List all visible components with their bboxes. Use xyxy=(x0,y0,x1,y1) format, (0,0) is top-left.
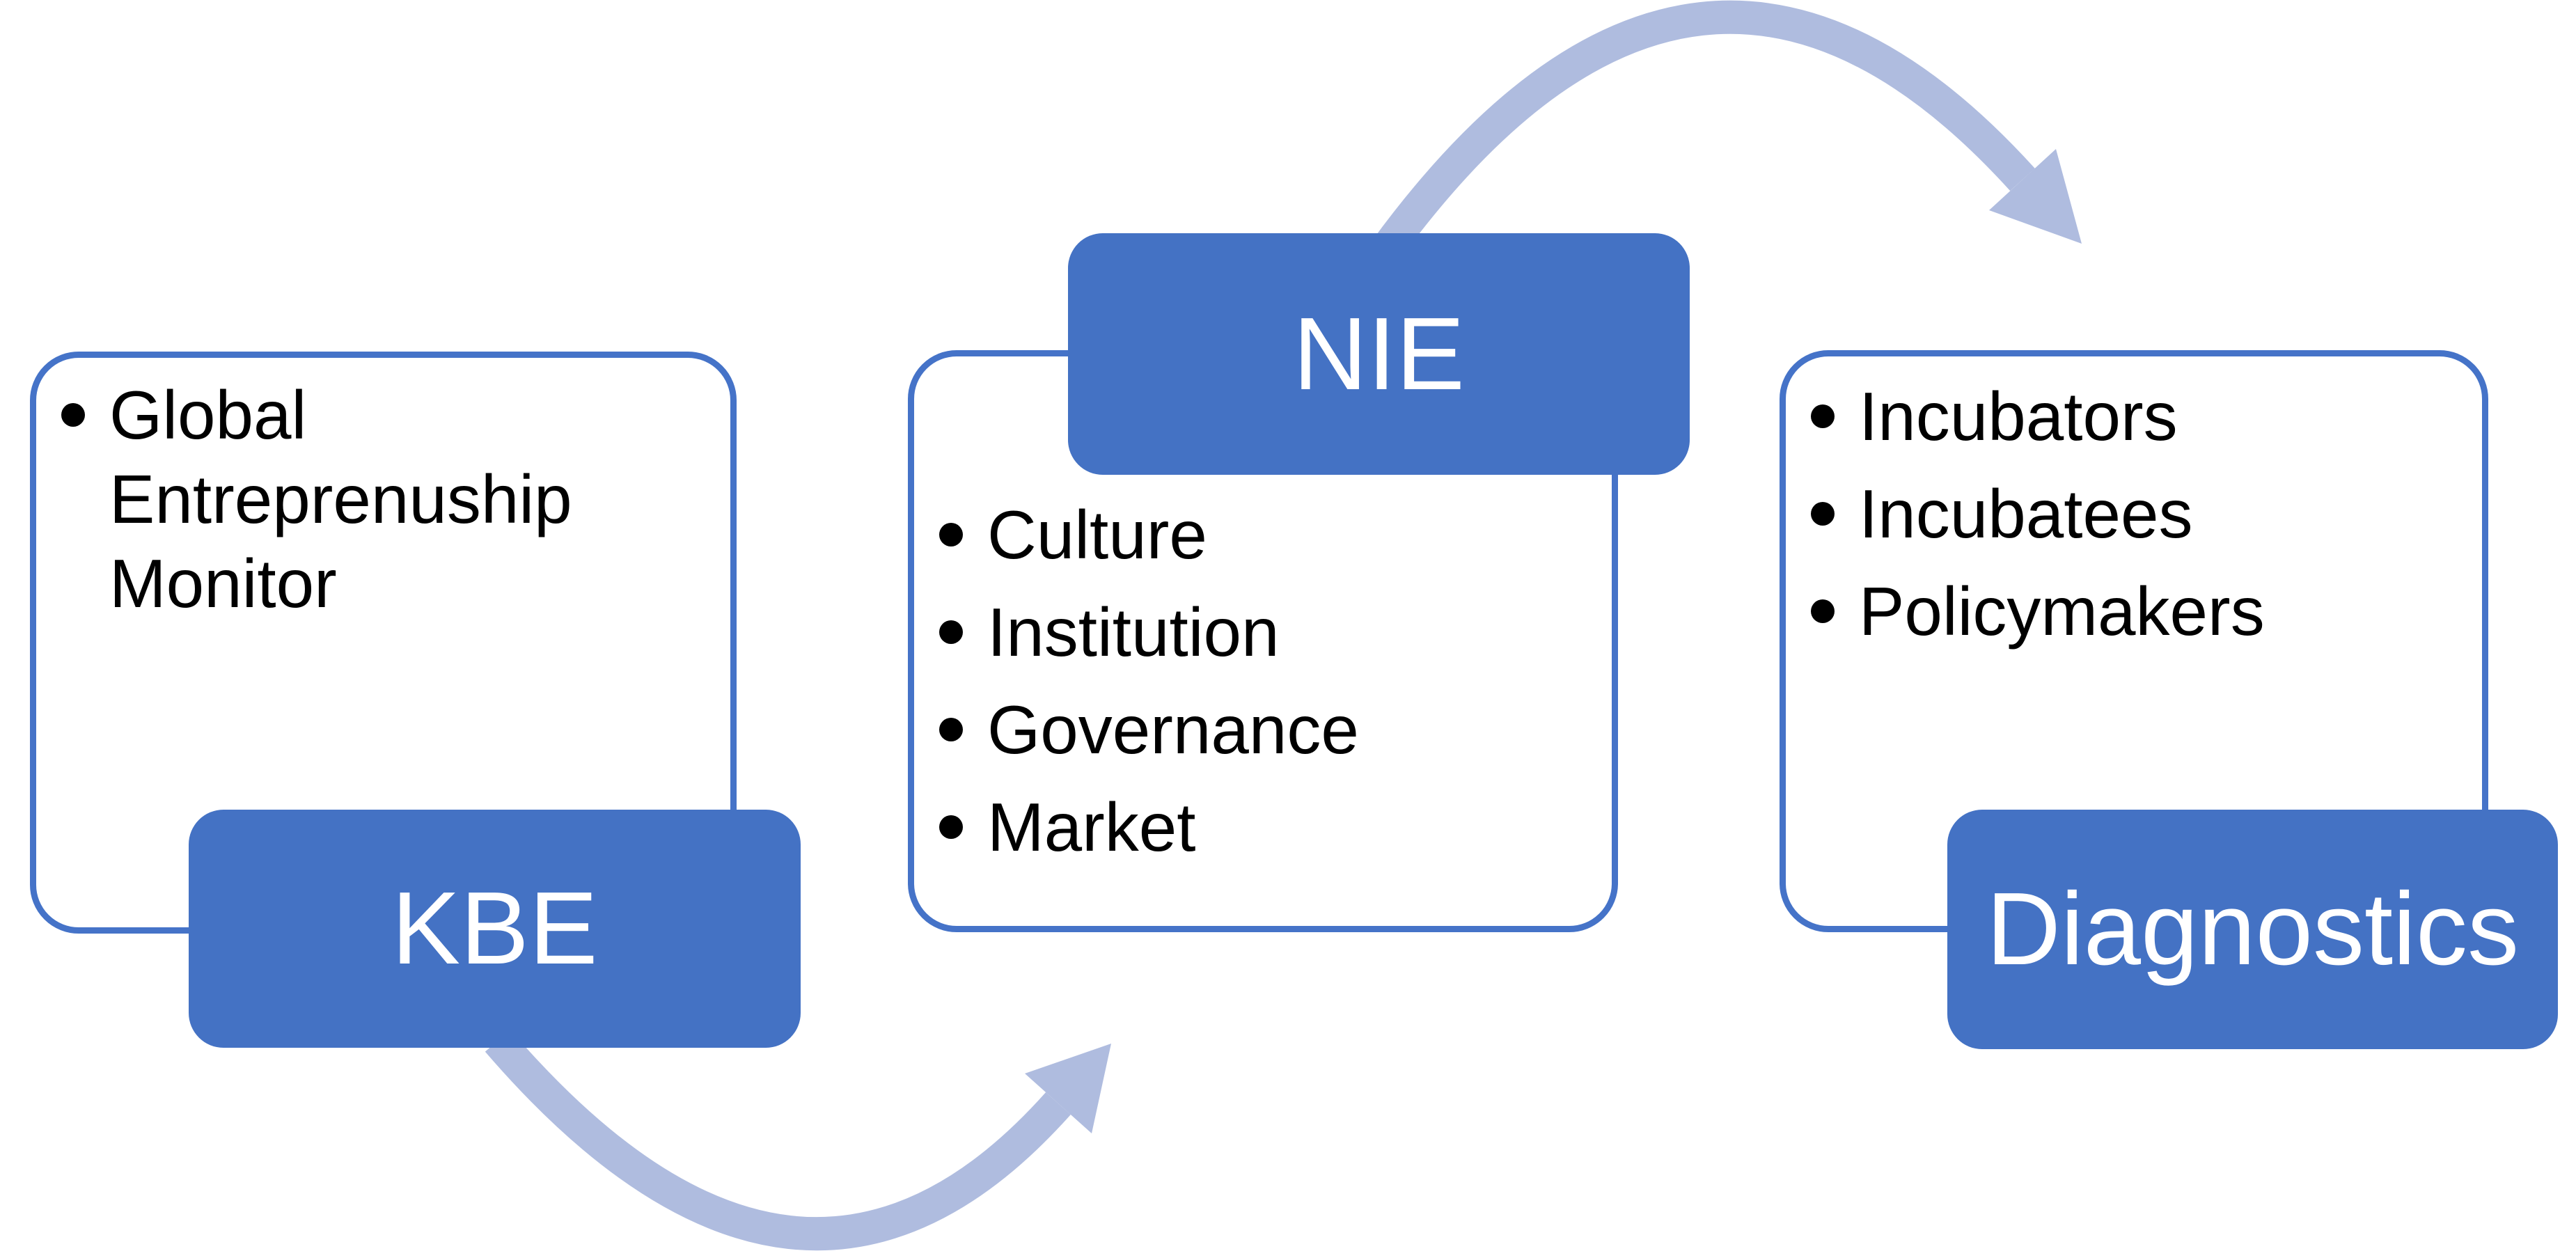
arrow-head-icon xyxy=(1989,149,2082,244)
arrow-kbe-to-nie xyxy=(485,1030,1111,1251)
nie-label-text: NIE xyxy=(1293,296,1465,411)
kbe-label-text: KBE xyxy=(391,871,598,986)
kbe-bullet-list: Global Entreprenuship Monitor xyxy=(36,373,730,626)
arrow-curve xyxy=(1372,0,2035,261)
bullet-item: Governance xyxy=(914,688,1584,772)
bullet-item: Policymakers xyxy=(1786,569,2454,654)
arrow-head-icon xyxy=(1025,1044,1111,1133)
diagnostics-bullet-list: Incubators Incubatees Policymakers xyxy=(1786,375,2482,654)
diagnostics-label-text: Diagnostics xyxy=(1986,872,2519,986)
bullet-item: Incubatees xyxy=(1786,472,2454,556)
kbe-label: KBE xyxy=(189,810,801,1048)
bullet-item: Market xyxy=(914,785,1584,870)
bullet-item: Institution xyxy=(914,590,1584,675)
bullet-item: Global Entreprenuship Monitor xyxy=(36,373,702,626)
arrow-curve xyxy=(485,1030,1071,1251)
arrow-nie-to-diagnostics xyxy=(1372,0,2082,261)
bullet-item: Incubators xyxy=(1786,375,2454,459)
nie-label: NIE xyxy=(1068,233,1690,475)
nie-bullet-list: Culture Institution Governance Market xyxy=(914,493,1612,870)
bullet-item: Culture xyxy=(914,493,1584,577)
diagnostics-label: Diagnostics xyxy=(1947,810,2558,1049)
